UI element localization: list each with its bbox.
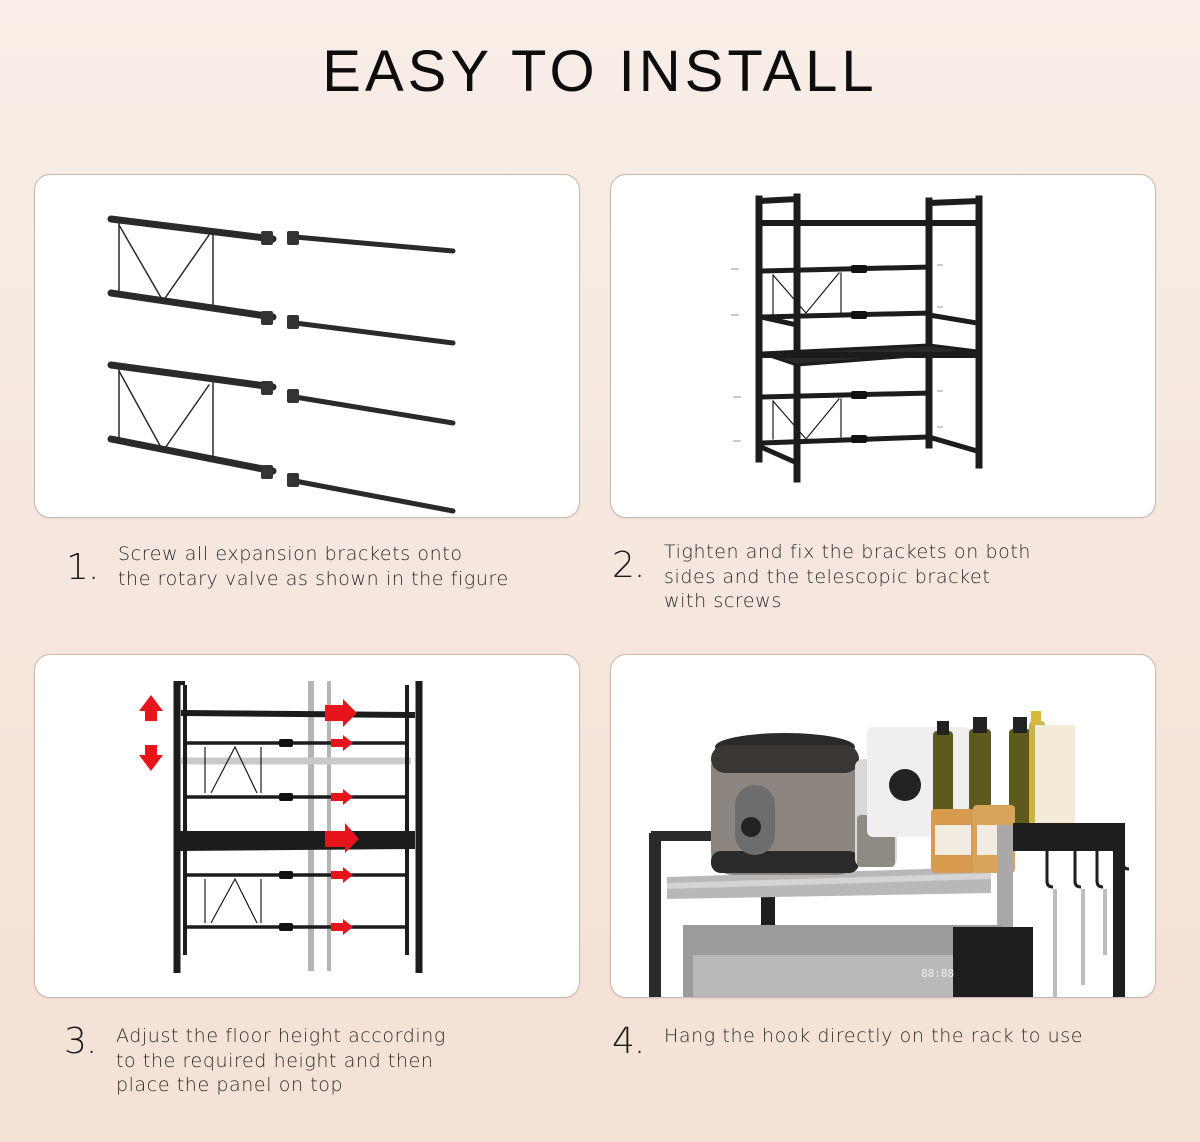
step-2-image	[610, 174, 1156, 518]
rack-in-use-photo: 88:88	[649, 711, 1130, 997]
step-2: 2. Tighten and fix the brackets on both …	[612, 540, 1031, 614]
step-4-image: 88:88	[610, 654, 1156, 998]
step-1-image	[34, 174, 580, 518]
step-3: 3. Adjust the floor height according to …	[64, 1024, 446, 1098]
assembled-rack-illustration	[731, 193, 983, 483]
step-description: Adjust the floor height according to the…	[116, 1025, 446, 1096]
step-number: 2.	[612, 545, 645, 586]
step-description: Hang the hook directly on the rack to us…	[664, 1025, 1084, 1047]
page-title: EASY TO INSTALL	[322, 39, 878, 104]
step-3-image	[34, 654, 580, 998]
step-1: 1. Screw all expansion brackets onto the…	[66, 542, 509, 591]
step-number: 4.	[612, 1021, 645, 1062]
exploded-brackets-illustration	[107, 215, 456, 514]
red-arrow-icons	[139, 695, 359, 935]
rack-adjustment-illustration	[139, 681, 423, 973]
microwave-display: 88:88	[921, 967, 954, 980]
step-number: 3.	[64, 1021, 97, 1062]
step-description: Screw all expansion brackets onto the ro…	[118, 543, 509, 590]
step-description: Tighten and fix the brackets on both sid…	[664, 541, 1032, 612]
step-number: 1.	[66, 547, 99, 588]
step-4: 4. Hang the hook directly on the rack to…	[612, 1024, 1083, 1060]
